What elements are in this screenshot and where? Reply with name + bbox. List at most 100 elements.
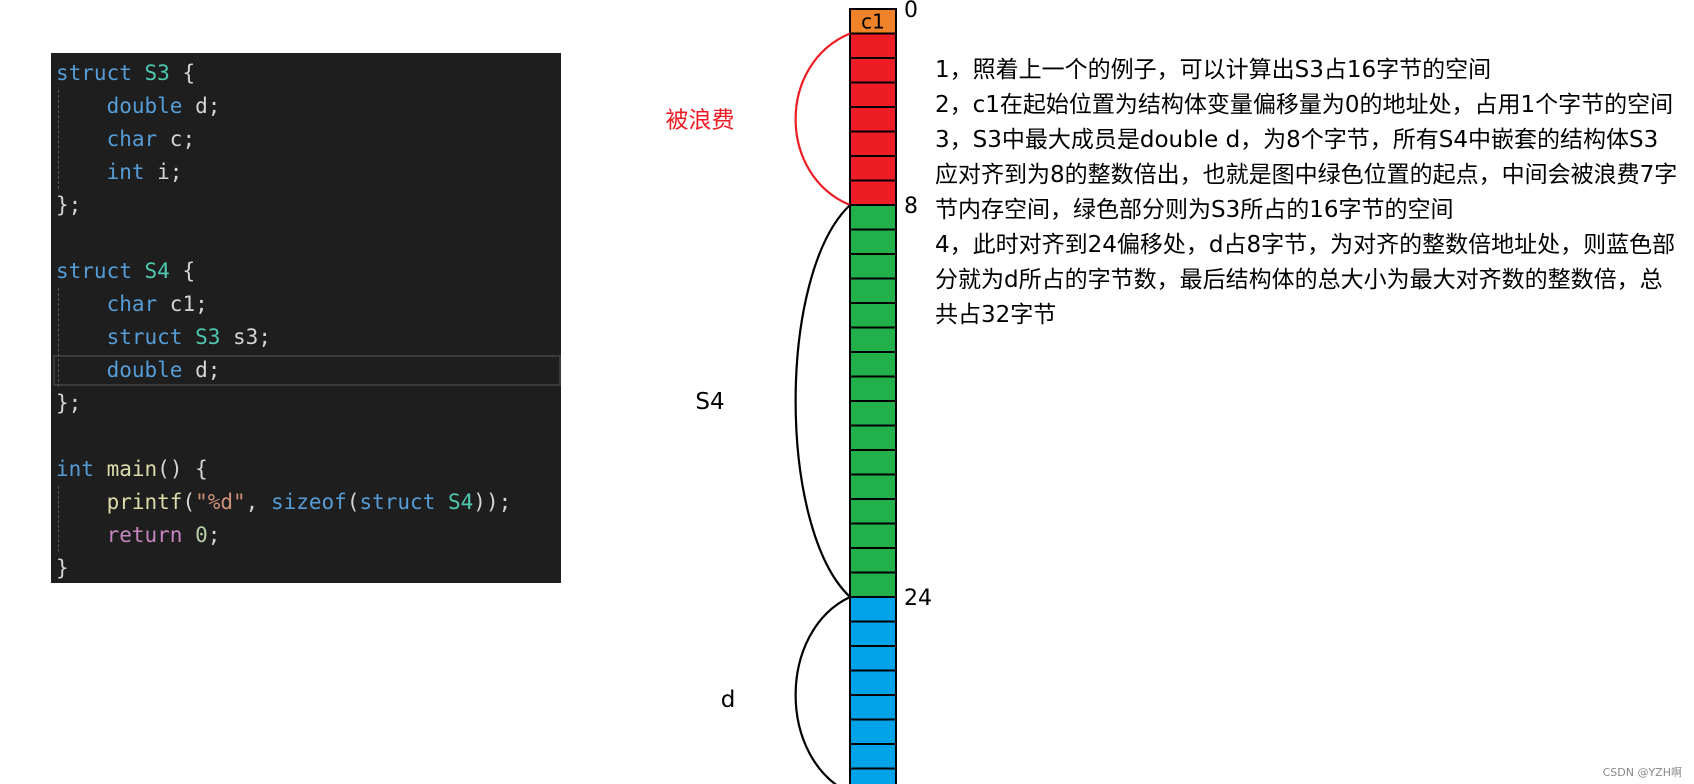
code-line: char c1; (56, 288, 208, 321)
memory-byte-cell (849, 179, 897, 206)
code-line: } (56, 552, 69, 585)
code-line: int i; (56, 156, 183, 189)
memory-byte-cell (849, 106, 897, 133)
code-token: struct (56, 61, 132, 85)
code-token: c; (157, 127, 196, 151)
memory-byte-cell (849, 669, 897, 696)
code-token: 0 (195, 523, 208, 547)
code-token: "%d" (195, 490, 246, 514)
memory-byte-cell (849, 571, 897, 598)
brace-label: d (721, 687, 736, 713)
code-token: )); (473, 490, 512, 514)
code-token: return (106, 523, 183, 547)
memory-byte-cell (849, 302, 897, 329)
code-line: return 0; (56, 519, 221, 552)
memory-byte-cell (849, 8, 897, 35)
brace-label: S4 (695, 389, 724, 415)
code-token: int (106, 160, 145, 184)
memory-byte-cell (849, 424, 897, 451)
region-brace (794, 204, 851, 598)
code-token: S4 (144, 259, 170, 283)
code-line: double d; (56, 354, 221, 387)
memory-layout-figure: c1082432被浪费S4d (666, 0, 932, 784)
memory-byte-cell (849, 130, 897, 157)
memory-byte-cell (849, 449, 897, 476)
code-line: char c; (56, 123, 196, 156)
note-2: 2，c1在起始位置为结构体变量偏移量为0的地址处，占用1个字节的空间 (935, 92, 1674, 118)
memory-byte-cell (849, 767, 897, 784)
memory-byte-cell (849, 547, 897, 574)
code-line: }; (56, 387, 81, 420)
code-token: ( (182, 490, 196, 514)
code-token: struct (56, 259, 132, 283)
memory-byte-cell (849, 620, 897, 647)
code-token: , (245, 490, 271, 514)
code-token: char (106, 292, 158, 316)
current-line-highlight (53, 355, 561, 386)
memory-byte-cell (849, 645, 897, 672)
code-token: printf (106, 490, 183, 514)
watermark: CSDN @YZH啊 (1602, 766, 1682, 779)
code-token: () { (157, 457, 208, 481)
memory-byte-cell (849, 32, 897, 59)
memory-byte-cell (849, 596, 897, 623)
code-token: S4 (448, 490, 474, 514)
memory-byte-cell (849, 351, 897, 378)
memory-byte-cell (849, 81, 897, 108)
code-token: d; (182, 358, 221, 382)
memory-byte-cell (849, 375, 897, 402)
code-token: double (106, 358, 183, 382)
code-token: } (56, 556, 69, 580)
memory-byte-cell (849, 522, 897, 549)
note-3: 3，S3中最大成员是double d，为8个字节，所有S4中嵌套的结构体S3应对… (935, 127, 1678, 223)
code-token: struct (359, 490, 436, 514)
offset-label: 0 (904, 0, 918, 23)
code-line: }; (56, 189, 81, 222)
code-token: double (106, 94, 183, 118)
region-brace (794, 32, 851, 207)
code-token: ( (346, 490, 360, 514)
memory-byte-cell (849, 718, 897, 745)
memory-byte-cell (849, 228, 897, 255)
memory-byte-cell (849, 498, 897, 525)
memory-byte-cell (849, 155, 897, 182)
indent-guide (58, 288, 59, 387)
code-token: ; (207, 523, 221, 547)
indent-guide (58, 90, 59, 189)
note-1: 1，照着上一个的例子，可以计算出S3占16字节的空间 (935, 57, 1492, 83)
memory-byte-cell (849, 277, 897, 304)
offset-label: 24 (904, 586, 932, 611)
code-token: c1; (157, 292, 208, 316)
code-line: double d; (56, 90, 221, 123)
memory-byte-cell (849, 743, 897, 770)
code-token: }; (56, 193, 82, 217)
code-line: struct S3 { (56, 57, 195, 90)
code-line: struct S4 { (56, 255, 195, 288)
code-token: int (56, 457, 94, 481)
code-line: struct S3 s3; (56, 321, 271, 354)
explanation-notes: 1，照着上一个的例子，可以计算出S3占16字节的空间 2，c1在起始位置为结构体… (935, 53, 1680, 333)
memory-byte-cell (849, 473, 897, 500)
code-token: struct (106, 325, 183, 349)
indent-guide (58, 486, 59, 552)
region-brace (794, 596, 851, 784)
offset-label: 8 (904, 194, 918, 219)
brace-label: 被浪费 (666, 107, 735, 133)
code-token: S3 (195, 325, 221, 349)
cell-label-c1: c1 (861, 9, 885, 33)
code-token: { (169, 61, 196, 85)
code-token: d; (182, 94, 221, 118)
memory-byte-cell (849, 57, 897, 84)
code-line: int main() { (56, 453, 208, 486)
code-panel: struct S3 { double d; char c; int i;}; st… (51, 53, 561, 583)
code-token: main (106, 457, 158, 481)
code-token: S3 (144, 61, 170, 85)
code-token: { (169, 259, 196, 283)
code-token: i; (144, 160, 183, 184)
code-token: }; (56, 391, 82, 415)
memory-byte-cell (849, 400, 897, 427)
memory-byte-cell (849, 253, 897, 280)
memory-byte-cell (849, 204, 897, 231)
code-token: sizeof (270, 490, 347, 514)
memory-byte-cell (849, 326, 897, 353)
